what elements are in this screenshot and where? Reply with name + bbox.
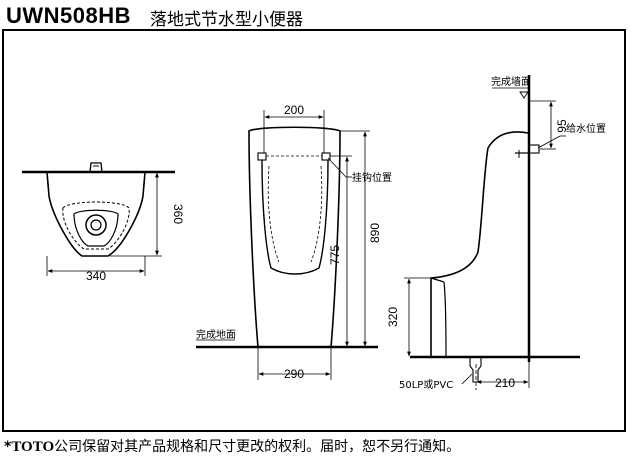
side-view xyxy=(404,75,580,390)
notice-text: 公司保留对其产品规格和尺寸更改的权利。届时，恕不另行通知。 xyxy=(54,439,461,455)
dim-total-height-890: 890 xyxy=(368,223,382,243)
drain-icon xyxy=(85,214,107,236)
dim-height-360: 360 xyxy=(171,204,185,224)
dim-top-width-200: 200 xyxy=(284,103,304,117)
model-number: UWN508HB xyxy=(6,3,132,28)
bowl-rim-dashed xyxy=(62,201,130,250)
label-drain-type: 50LP或PVC xyxy=(399,379,453,391)
label-supply-position: 给水位置 xyxy=(566,122,606,135)
dim-hanger-height-775: 775 xyxy=(328,245,342,265)
hanger-left-icon xyxy=(257,152,267,161)
front-view xyxy=(196,110,378,380)
dim-bottom-width-290: 290 xyxy=(284,367,304,381)
bowl-outline xyxy=(46,171,146,257)
front-body-outline xyxy=(248,126,341,348)
side-body-outline xyxy=(430,131,529,357)
copyright-notice: *TOTO公司保留对其产品规格和尺寸更改的权利。届时，恕不另行通知。 xyxy=(4,436,460,456)
supply-fitting-icon xyxy=(89,162,103,173)
dim-supply-offset-95: 95 xyxy=(555,119,569,133)
front-basin-opening xyxy=(261,159,329,275)
hanger-right-icon xyxy=(321,152,331,161)
top-view xyxy=(22,162,175,276)
dim-width-340: 340 xyxy=(86,269,106,283)
dim-drain-offset-210: 210 xyxy=(495,376,515,390)
dim-base-height-320: 320 xyxy=(386,307,400,327)
supply-valve-icon xyxy=(528,144,540,154)
footnote-star: * xyxy=(4,439,12,455)
label-hanger-position: 挂钩位置 xyxy=(352,171,392,184)
label-finished-floor: 完成地面 xyxy=(196,328,236,341)
drawing-frame xyxy=(2,29,626,432)
product-description: 落地式节水型小便器 xyxy=(150,10,303,30)
drain-pipe-icon xyxy=(469,357,482,383)
label-finished-wall: 完成墙面 xyxy=(491,75,531,88)
brand-name: TOTO xyxy=(11,439,55,455)
